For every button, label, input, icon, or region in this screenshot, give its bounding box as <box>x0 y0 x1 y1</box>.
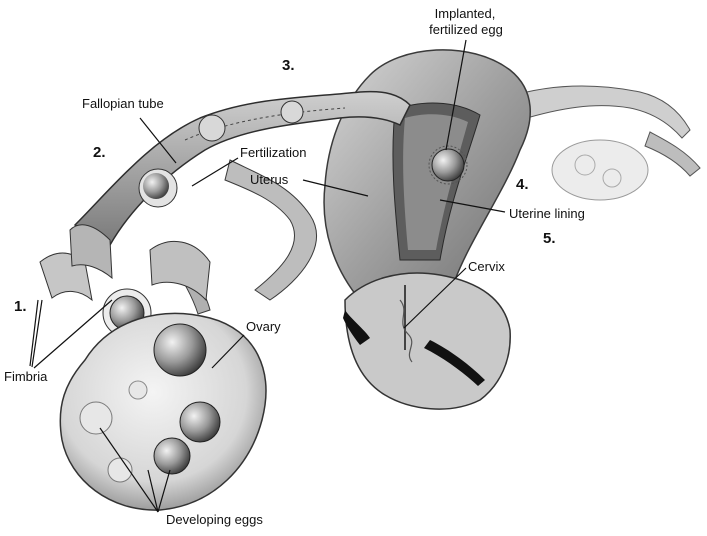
cervix-region <box>343 273 510 409</box>
step-4: 4. <box>516 177 529 192</box>
step-2: 2. <box>93 145 106 160</box>
right-ovary <box>552 140 648 200</box>
label-fimbria: Fimbria <box>4 369 47 384</box>
label-uterine-lining: Uterine lining <box>509 206 585 221</box>
label-ovary: Ovary <box>246 319 281 334</box>
fertilizing-egg <box>139 169 177 207</box>
ovary <box>60 313 266 510</box>
label-fallopian-tube: Fallopian tube <box>82 96 164 111</box>
step-3: 3. <box>282 58 295 73</box>
label-uterus: Uterus <box>250 172 288 187</box>
step-5: 5. <box>543 231 556 246</box>
label-cervix: Cervix <box>468 259 505 274</box>
label-fertilization: Fertilization <box>240 145 306 160</box>
label-implanted-line1: Implanted, <box>430 6 500 21</box>
label-implanted-line2: fertilized egg <box>416 22 516 37</box>
ovarian-ligament <box>168 160 316 314</box>
step-1: 1. <box>14 299 27 314</box>
label-developing-eggs: Developing eggs <box>166 512 263 527</box>
